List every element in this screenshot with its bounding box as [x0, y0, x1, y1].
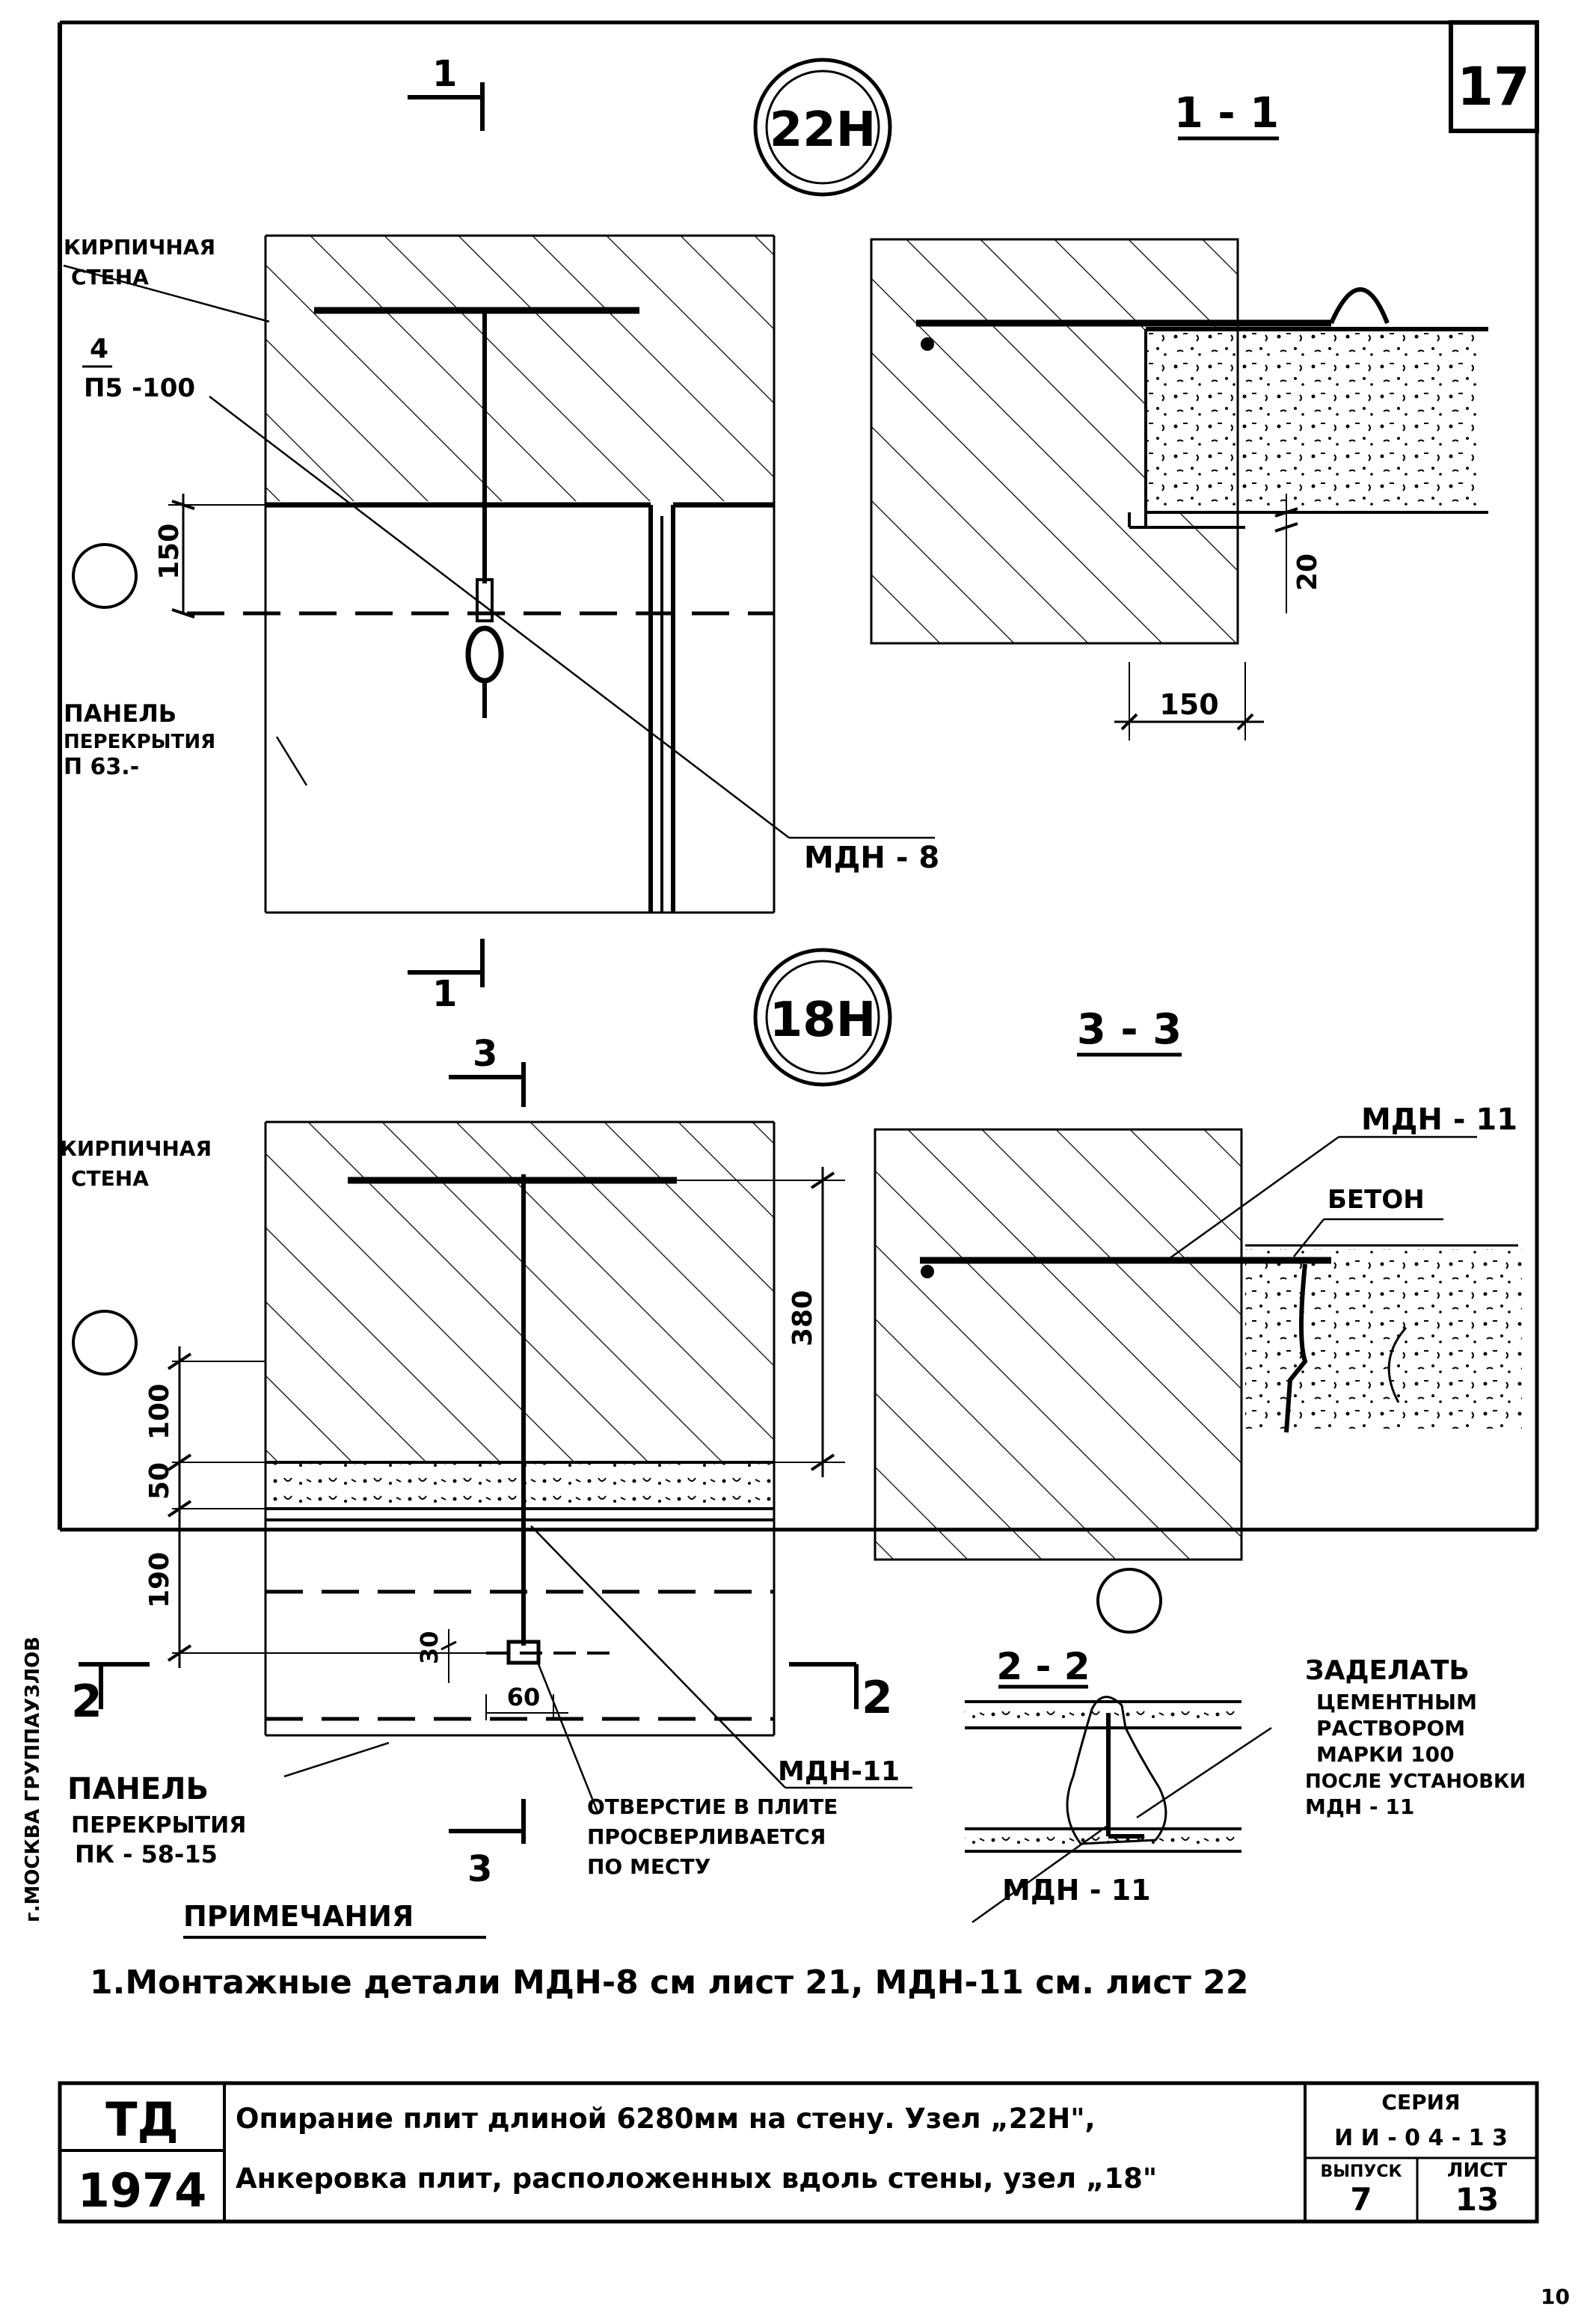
- corner-number: 17: [1457, 56, 1529, 117]
- section-mark-1-bottom: 1: [432, 973, 457, 1015]
- series-value: И И - 0 4 - 1 3: [1334, 2125, 1508, 2151]
- binding-hole-3: [1096, 1568, 1162, 1634]
- grout-note-line4: МАРКИ 100: [1316, 1742, 1455, 1767]
- grout-note-line2: ЦЕМЕНТНЫМ: [1316, 1690, 1477, 1714]
- issue-value: 7: [1350, 2181, 1372, 2218]
- grout-note-line6: МДН - 11: [1305, 1794, 1414, 1819]
- notes-item-1: 1.Монтажные детали МДН-8 см лист 21, МДН…: [90, 1963, 1248, 2002]
- section-title-1-1: 1 - 1: [1174, 89, 1279, 138]
- part-label-mdn11-plan: МДН-11: [778, 1756, 900, 1787]
- corner-number-box: 17: [1449, 20, 1539, 133]
- series-label: СЕРИЯ: [1381, 2090, 1460, 2115]
- sheet-label: ЛИСТ: [1447, 2159, 1507, 2182]
- title-year: 1974: [78, 2163, 207, 2218]
- hole-note-line2: ПРОСВЕРЛИВАЕТСЯ: [587, 1824, 826, 1849]
- panel-label-18-line2: ПЕРЕКРЫТИЯ: [71, 1812, 246, 1839]
- dim-20: 20: [1292, 554, 1323, 591]
- part-label-mdn11-section: МДН - 11: [1361, 1103, 1517, 1137]
- node-18-plan: [79, 1062, 912, 1844]
- title-line-2: Анкеровка плит, расположенных вдоль стен…: [236, 2162, 1157, 2195]
- grout-note-line1: ЗАДЕЛАТЬ: [1305, 1655, 1470, 1686]
- rebar-fraction-top: 4: [90, 334, 108, 364]
- node-marker-22: 22Н: [753, 58, 892, 197]
- title-org: ТД: [105, 2092, 179, 2147]
- grout-note-line5: ПОСЛЕ УСТАНОВКИ: [1305, 1770, 1526, 1793]
- part-label-mdn8: МДН - 8: [804, 841, 939, 875]
- hole-note-line1: ОТВЕРСТИЕ В ПЛИТЕ: [587, 1794, 838, 1819]
- rebar-fraction-bottom: П5 -100: [84, 373, 195, 403]
- wall-label-18-line1: КИРПИЧНАЯ: [60, 1136, 212, 1161]
- dim-190: 190: [144, 1552, 175, 1608]
- title-line-1: Опирание плит длиной 6280мм на стену. Уз…: [236, 2103, 1096, 2135]
- wall-label-18-line2: СТЕНА: [71, 1166, 149, 1191]
- title-block: [58, 2081, 1539, 2224]
- panel-label-22-line1: ПАНЕЛЬ: [64, 699, 177, 728]
- section-title-2-2: 2 - 2: [996, 1645, 1090, 1688]
- notes-heading: ПРИМЕЧАНИЯ: [183, 1900, 414, 1933]
- bottom-right-mark: 10: [1541, 2284, 1570, 2309]
- panel-label-22-line3: П 63.-: [64, 754, 139, 780]
- hole-note-line3: ПО МЕСТУ: [587, 1854, 710, 1879]
- section-mark-2-left: 2: [71, 1675, 102, 1728]
- grout-note-line3: РАСТВОРОМ: [1316, 1716, 1465, 1741]
- dim-150-horizontal: 150: [1159, 688, 1218, 721]
- dim-30: 30: [415, 1631, 443, 1664]
- left-margin-text: г.МОСКВА ГРУППАУЗЛОВ: [22, 1637, 44, 1922]
- node-label-22: 22Н: [770, 102, 877, 158]
- wall-label-22-line2: СТЕНА: [71, 265, 149, 289]
- node-marker-18: 18Н: [753, 948, 892, 1087]
- section-mark-2-right: 2: [862, 1672, 893, 1724]
- wall-label-22-line1: КИРПИЧНАЯ: [64, 235, 215, 260]
- part-label-mdn11-2-2: МДН - 11: [1002, 1874, 1151, 1907]
- panel-label-18-line3: ПК - 58-15: [75, 1840, 218, 1868]
- panel-label-18-line1: ПАНЕЛЬ: [67, 1772, 209, 1806]
- dim-50: 50: [144, 1462, 175, 1500]
- dim-150-vertical: 150: [154, 524, 185, 580]
- dim-380: 380: [788, 1290, 818, 1346]
- concrete-label: БЕТОН: [1327, 1185, 1425, 1215]
- section-mark-1-top: 1: [432, 53, 457, 95]
- section-mark-3-top: 3: [473, 1033, 497, 1075]
- binding-hole-1: [72, 543, 138, 609]
- node-22-plan: [63, 82, 935, 987]
- section-title-3-3: 3 - 3: [1077, 1005, 1182, 1054]
- node-label-18: 18Н: [770, 993, 877, 1048]
- section-1-1: [870, 238, 1488, 741]
- issue-label: ВЫПУСК: [1320, 2162, 1402, 2181]
- sheet-value: 13: [1455, 2181, 1499, 2218]
- binding-hole-2: [72, 1310, 138, 1376]
- section-mark-3-bottom: 3: [467, 1848, 492, 1890]
- dim-100: 100: [144, 1384, 175, 1440]
- section-2-2: [965, 1696, 1272, 1924]
- panel-label-22-line2: ПЕРЕКРЫТИЯ: [64, 731, 215, 753]
- section-3-3: [874, 1128, 1522, 1561]
- dim-60: 60: [507, 1683, 541, 1711]
- sheet-frame: [58, 20, 1539, 1532]
